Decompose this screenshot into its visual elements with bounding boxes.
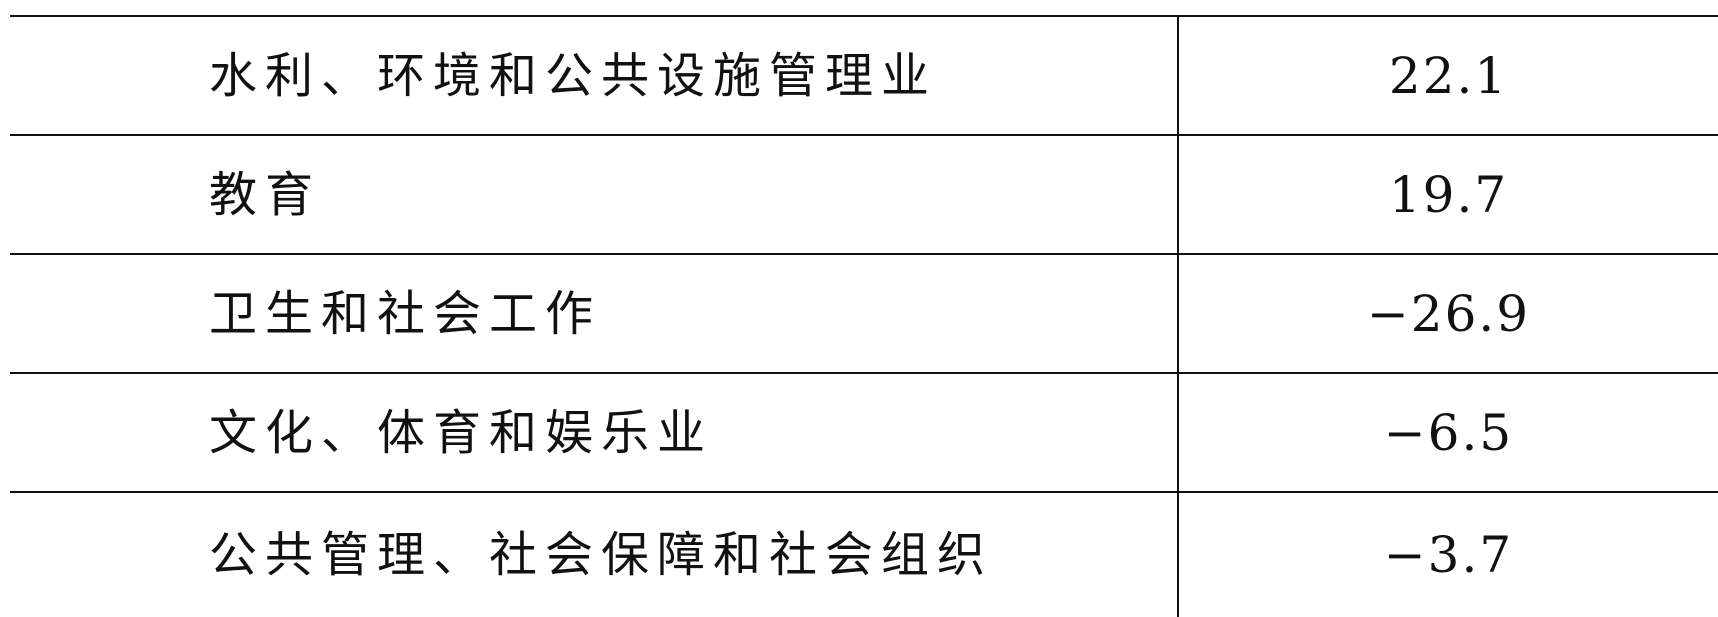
table-row: 文化、体育和娱乐业 −6.5 [10,373,1718,492]
table-row: 水利、环境和公共设施管理业 22.1 [10,16,1718,135]
table-row: 卫生和社会工作 −26.9 [10,254,1718,373]
table-row: 教育 19.7 [10,135,1718,254]
industry-value: −26.9 [1177,254,1718,373]
industry-label: 公共管理、社会保障和社会组织 [209,527,994,583]
industry-value: −6.5 [1177,373,1718,492]
industry-value: 19.7 [1177,135,1718,254]
table-row: 公共管理、社会保障和社会组织 −3.7 [10,492,1718,617]
industry-label: 教育 [209,166,322,223]
industry-value: −3.7 [1177,492,1718,617]
industry-label: 水利、环境和公共设施管理业 [209,47,938,104]
industry-label: 文化、体育和娱乐业 [209,404,714,461]
industry-data-table: 水利、环境和公共设施管理业 22.1 教育 19.7 卫生和社会工作 −26.9… [10,15,1718,617]
industry-value: 22.1 [1177,16,1718,135]
industry-label: 卫生和社会工作 [209,285,602,342]
